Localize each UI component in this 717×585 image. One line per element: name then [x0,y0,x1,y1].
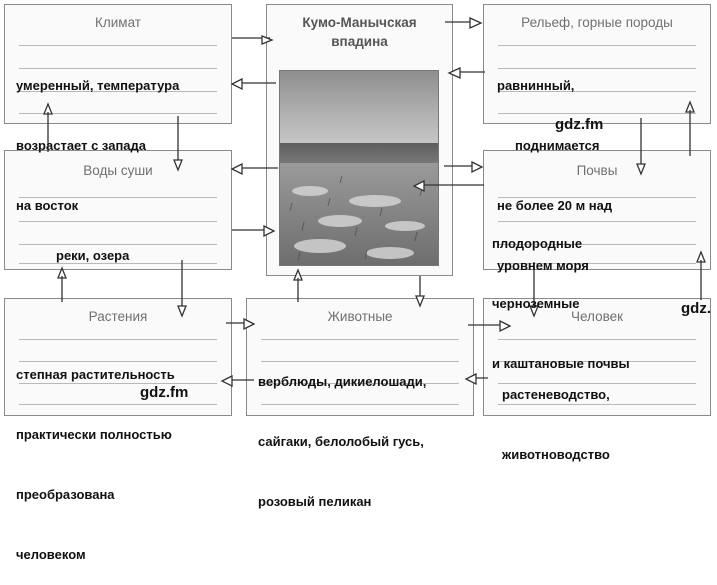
arrow-plants-to-waters [57,266,67,302]
animals-answer-line: сайгаки, белолобый гусь, [258,434,424,449]
waters-title: Воды суши [83,163,153,178]
waters-box: Воды суши [4,150,232,270]
plants-answer-line: человеком [16,547,86,562]
animals-answer-line: верблюды, дикиелошади, [258,374,427,389]
human-box: Человек [483,298,711,416]
relief-answer-line: уровнем моря [497,258,589,273]
relief-answer-line: равнинный, [497,78,575,93]
animals-answer: верблюды, дикиелошади, сайгаки, белолобы… [258,332,426,532]
steppe-landscape-photo [279,70,439,266]
connector-arrows [43,16,706,388]
watermark: gdz.fm [555,116,604,133]
plants-box: Растения [4,298,232,416]
animals-title: Животные [327,309,393,324]
center-subtitle: впадина [331,34,388,49]
arrow-animals-to-center [293,268,303,302]
climate-title: Климат [95,15,141,30]
plants-answer-line: преобразована [16,487,115,502]
climate-box: Климат [4,4,232,124]
watermark: gdz. [681,300,711,317]
watermark: gdz.fm [140,384,189,401]
human-answer: растеневодство, животноводство [502,345,610,485]
arrow-waters-to-plants [177,260,187,318]
arrow-relief-to-soils [636,118,646,176]
human-title: Человек [570,309,624,324]
climate-answer-line: на восток [16,198,79,213]
arrow-soils-to-relief [685,100,695,156]
relief-answer: равнинный, поднимается не более 20 м над… [497,36,612,296]
plants-title: Растения [88,309,148,324]
relief-answer-line: поднимается [515,138,600,153]
relief-answer-line: не более 20 м над [497,198,613,213]
soils-box: Почвы [483,150,711,270]
plants-answer-line: практически полностью [16,427,172,442]
relief-title: Рельеф, горные породы [521,15,673,30]
soils-title: Почвы [576,163,618,178]
waters-answer-line: реки, озера [56,248,130,263]
relief-box: Рельеф, горные породы [483,4,711,124]
waters-answer: реки, озера [56,206,129,286]
plants-answer-line: степная растительность [16,367,175,382]
arrow-human-to-soils [696,250,706,300]
arrow-waters-to-climate [43,102,53,152]
animals-answer-line: розовый пеликан [258,494,372,509]
human-answer-line: животноводство [502,447,610,462]
center-title: Кумо-Манычская [302,15,417,30]
climate-answer-line: умеренный, температура [16,78,180,93]
arrow-center-to-animals [415,276,425,308]
plants-answer: степная растительность практически полно… [16,325,175,585]
arrow-climate-to-waters [173,116,183,172]
human-answer-line: растеневодство, [502,387,610,402]
soils-answer: плодородные черноземные и каштановые поч… [492,194,630,394]
climate-answer-line: возрастает с запада [16,138,147,153]
arrow-soils-to-human [529,262,539,318]
soils-answer-line: плодородные [492,236,583,251]
animals-box: Животные [246,298,474,416]
soils-answer-line: и каштановые почвы [492,356,630,371]
climate-answer: умеренный, температура возрастает с запа… [16,36,179,236]
soils-answer-line: черноземные [492,296,580,311]
